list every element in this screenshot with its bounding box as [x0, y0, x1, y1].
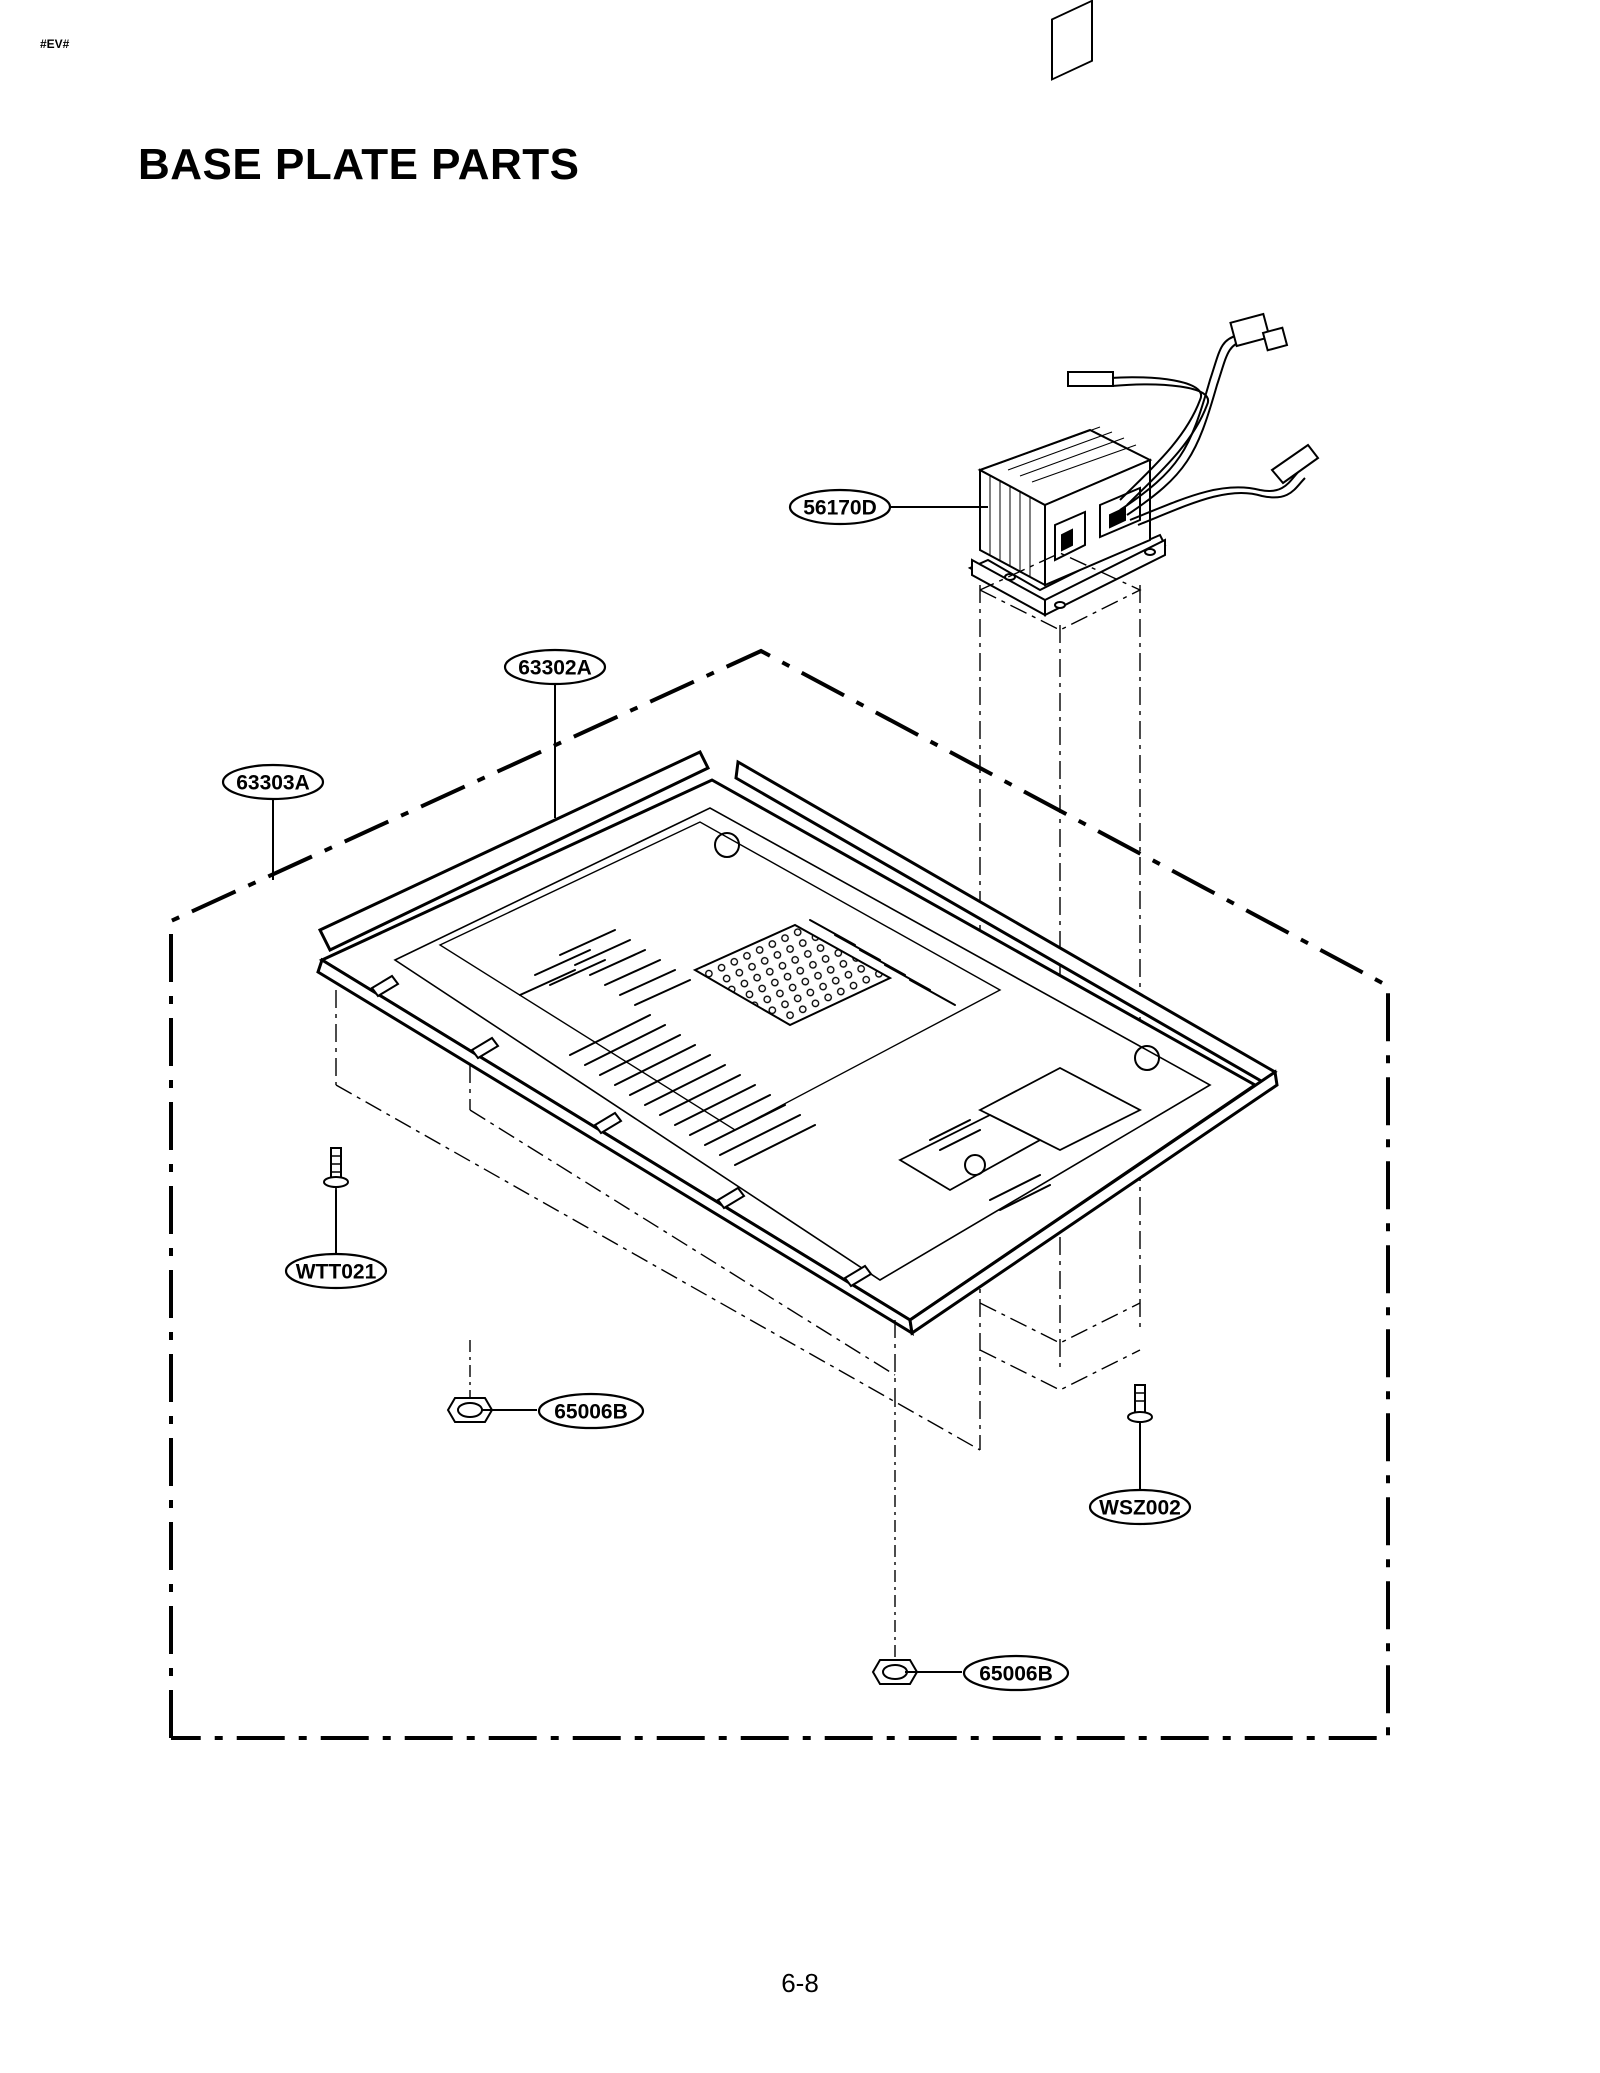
callout-65006b-bottom — [962, 1654, 1070, 1692]
callout-wsz002 — [1088, 1488, 1192, 1526]
assembly-boundary — [169, 648, 1390, 1740]
transformer — [967, 0, 1167, 617]
callouts — [221, 488, 1192, 1692]
label-wtt021: WTT021 — [296, 1261, 377, 1284]
wire-harness — [1067, 312, 1320, 526]
foot-left — [446, 1340, 494, 1423]
callout-63302a — [503, 648, 607, 686]
document-code: #EV# — [40, 37, 70, 51]
label-63302a: 63302A — [518, 657, 592, 680]
base-plate-projection — [335, 990, 981, 1451]
label-63303a: 63303A — [236, 772, 310, 795]
label-65006b-bottom: 65006B — [979, 1663, 1053, 1686]
label-wsz002: WSZ002 — [1099, 1497, 1181, 1520]
leader-lines — [272, 506, 1141, 1673]
callout-65006b-left — [537, 1392, 645, 1430]
label-56170d: 56170D — [803, 497, 877, 520]
callout-wtt021 — [284, 1252, 388, 1290]
callout-63303a — [221, 763, 325, 801]
base-plate — [316, 750, 1279, 1336]
label-65006b-left: 65006B — [554, 1401, 628, 1424]
page-title: BASE PLATE PARTS — [138, 140, 580, 189]
foot-bottom — [871, 1395, 919, 1685]
callout-56170d — [788, 488, 892, 526]
page-number: 6-8 — [781, 1968, 819, 1998]
